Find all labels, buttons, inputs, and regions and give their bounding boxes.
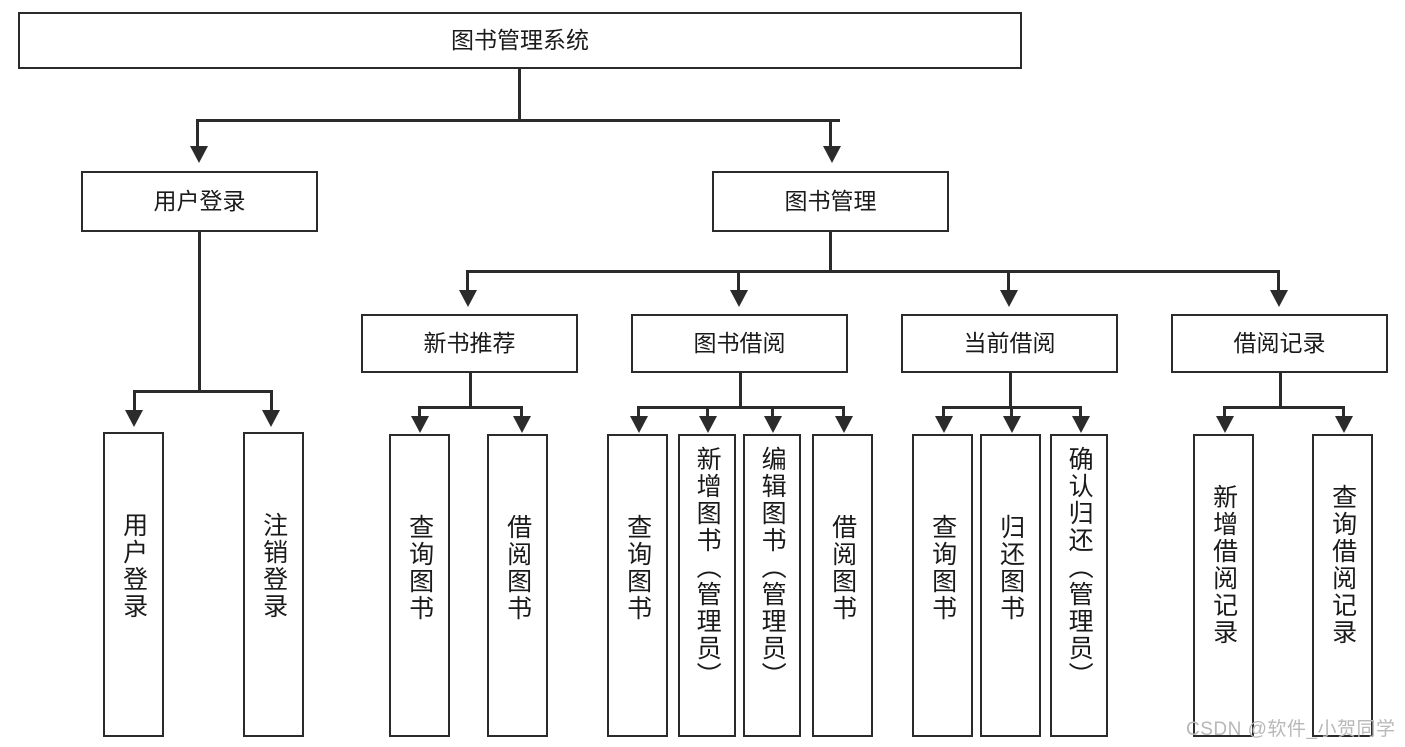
node-label: 借阅记录 [1233,329,1326,356]
node-current-borrow[interactable]: 当前借阅 [901,314,1118,373]
leaf-label: 归还图书 [996,514,1025,622]
connector-user-login-drop-1 [133,390,136,412]
leaf-add-borrow-record[interactable]: 新增借阅记录 [1193,434,1254,737]
connector-drop-borrow-record [1277,270,1280,292]
connector-borrow-record-drop-2 [1342,406,1345,418]
leaf-query-book-recommend[interactable]: 查询图书 [389,434,450,737]
connector-user-login-drop-2 [270,390,273,412]
arrowhead-leaf-confirm-return [1072,416,1090,433]
leaf-edit-book-admin[interactable]: 编辑图书（管理员） [743,434,801,737]
leaf-label: 查询图书 [928,514,957,622]
connector-book-borrow-drop-2 [706,406,709,418]
connector-book-borrow-drop-1 [637,406,640,418]
leaf-borrow-book[interactable]: 借阅图书 [812,434,873,737]
arrowhead-leaf-borrow-book-1 [513,416,531,433]
leaf-return-book[interactable]: 归还图书 [980,434,1041,737]
connector-borrow-record-bus [1223,406,1342,409]
connector-drop-new-book [466,270,469,292]
arrowhead-book-management [823,146,841,163]
arrowhead-book-borrow [730,290,748,307]
connector-root-to-book-management [829,119,832,147]
leaf-query-borrow-record[interactable]: 查询借阅记录 [1312,434,1373,737]
watermark-text: CSDN @软件_小贺同学 [1186,719,1396,740]
node-book-management-system[interactable]: 图书管理系统 [18,12,1022,69]
leaf-user-login[interactable]: 用户登录 [103,432,164,737]
node-user-login[interactable]: 用户登录 [81,171,318,232]
node-borrow-record[interactable]: 借阅记录 [1171,314,1388,373]
connector-new-book-drop-1 [418,406,421,418]
leaf-label: 查询图书 [623,514,652,622]
node-label: 图书借阅 [693,329,786,356]
arrowhead-leaf-query-book-3 [935,416,953,433]
arrowhead-user-login [190,146,208,163]
arrowhead-leaf-return-book [1003,416,1021,433]
connector-current-borrow-drop-1 [942,406,945,418]
node-new-book-recommend[interactable]: 新书推荐 [361,314,578,373]
leaf-label: 编辑图书（管理员） [758,446,787,689]
leaf-logout[interactable]: 注销登录 [243,432,304,737]
leaf-confirm-return-admin[interactable]: 确认归还（管理员） [1050,434,1108,737]
connector-current-borrow-drop-3 [1079,406,1082,418]
connector-new-book-stem [469,373,472,408]
leaf-label: 用户登录 [119,512,148,620]
connector-root-bus [196,119,840,122]
leaf-query-book-borrow[interactable]: 查询图书 [607,434,668,737]
connector-root-to-user-login [196,119,199,147]
arrowhead-leaf-add-book [699,416,717,433]
node-book-management[interactable]: 图书管理 [712,171,949,232]
leaf-label: 注销登录 [259,512,288,620]
node-label: 图书管理系统 [451,26,589,53]
connector-drop-book-borrow [737,270,740,292]
arrowhead-leaf-add-record [1216,416,1234,433]
connector-new-book-drop-2 [520,406,523,418]
connector-current-borrow-stem [1009,373,1012,408]
leaf-label: 借阅图书 [828,514,857,622]
connector-book-borrow-stem [739,373,742,408]
leaf-label: 新增图书（管理员） [693,446,722,689]
connector-current-borrow-drop-2 [1010,406,1013,418]
leaf-label: 查询借阅记录 [1328,484,1357,646]
connector-level3-bus [466,270,1279,273]
leaf-label: 确认归还（管理员） [1065,446,1094,689]
node-label: 用户登录 [153,187,246,214]
connector-book-borrow-drop-4 [842,406,845,418]
arrowhead-leaf-logout [262,410,280,427]
arrowhead-leaf-query-record [1335,416,1353,433]
leaf-query-book-current[interactable]: 查询图书 [912,434,973,737]
arrowhead-leaf-borrow-book-2 [835,416,853,433]
leaf-add-book-admin[interactable]: 新增图书（管理员） [678,434,736,737]
connector-user-login-stem [198,232,201,392]
node-label: 图书管理 [784,187,877,214]
leaf-label: 借阅图书 [503,514,532,622]
connector-drop-current-borrow [1007,270,1010,292]
node-label: 当前借阅 [963,329,1056,356]
node-book-borrow[interactable]: 图书借阅 [631,314,848,373]
arrowhead-current-borrow [1000,290,1018,307]
arrowhead-new-book-recommend [459,290,477,307]
connector-new-book-bus [418,406,520,409]
leaf-label: 新增借阅记录 [1209,484,1238,646]
arrowhead-leaf-query-book-2 [630,416,648,433]
connector-book-management-stem [829,232,832,272]
node-label: 新书推荐 [423,329,516,356]
leaf-borrow-book-recommend[interactable]: 借阅图书 [487,434,548,737]
connector-book-borrow-drop-3 [771,406,774,418]
arrowhead-leaf-query-book-1 [411,416,429,433]
arrowhead-leaf-user-login [125,410,143,427]
arrowhead-leaf-edit-book [764,416,782,433]
arrowhead-borrow-record [1270,290,1288,307]
connector-book-borrow-bus [637,406,843,409]
connector-borrow-record-drop-1 [1223,406,1226,418]
connector-root-stem [518,69,521,120]
connector-user-login-bus [133,390,270,393]
leaf-label: 查询图书 [405,514,434,622]
connector-borrow-record-stem [1279,373,1282,408]
